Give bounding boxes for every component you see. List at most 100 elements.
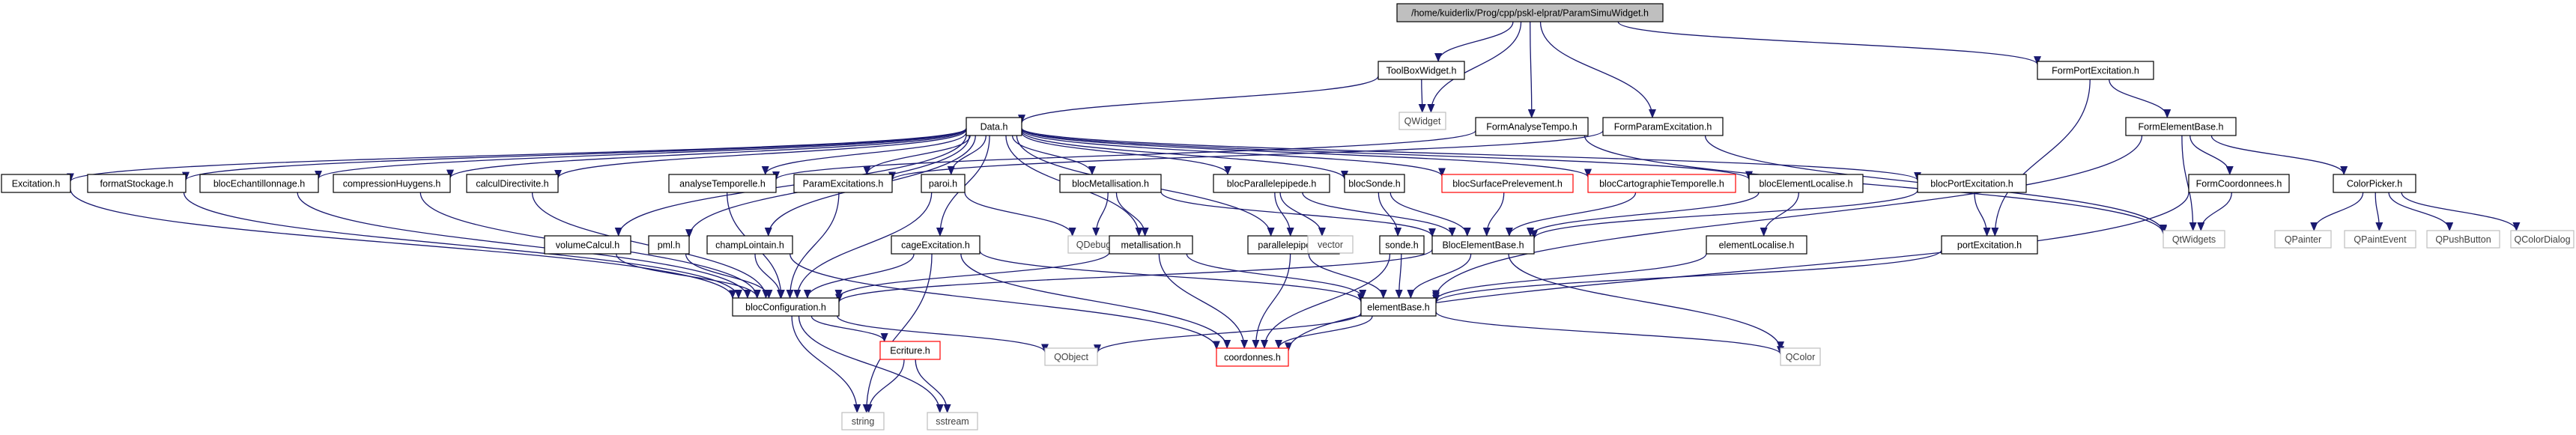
node-blocelembase[interactable]: BlocElementBase.h: [1431, 235, 1535, 255]
node-sonde[interactable]: sonde.h: [1379, 235, 1425, 255]
edge-parallelepipede-to-elementbase: [1308, 253, 1387, 299]
node-formparam[interactable]: FormParamExcitation.h: [1602, 117, 1724, 136]
node-box: [1475, 117, 1589, 136]
edge-cageexc-to-blocconfig: [803, 253, 915, 299]
node-label: formatStockage.h: [100, 178, 174, 189]
node-elemlocalise[interactable]: elementLocalise.h: [1706, 235, 1807, 255]
node-label: FormAnalyseTempo.h: [1486, 121, 1578, 132]
edge-data-to-blocmetal: [1011, 135, 1096, 175]
node-box: [2426, 230, 2500, 249]
node-blocsurface[interactable]: blocSurfacePrelevement.h: [1441, 174, 1574, 193]
node-box: [333, 174, 451, 193]
edge-data-to-blocelemloc: [1021, 128, 1753, 180]
node-root[interactable]: /home/kuiderlix/Prog/cpp/pskl-elprat/Par…: [1396, 3, 1664, 22]
node-compression[interactable]: compressionHuygens.h: [333, 174, 451, 193]
edge-blocsonde-to-blocelembase: [1389, 192, 1471, 237]
node-bloccarto[interactable]: blocCartographieTemporelle.h: [1587, 174, 1736, 193]
node-string[interactable]: string: [841, 412, 885, 431]
node-label: compressionHuygens.h: [343, 178, 441, 189]
node-label: FormCoordonnees.h: [2196, 178, 2282, 189]
node-metallisation[interactable]: metallisation.h: [1109, 235, 1193, 255]
node-blocpara[interactable]: blocParallelepipede.h: [1213, 174, 1330, 193]
edge-blocelembase-to-blocconfig: [835, 249, 1433, 303]
node-label: QObject: [1054, 352, 1088, 362]
node-elementbase[interactable]: elementBase.h: [1360, 297, 1437, 317]
node-box: [648, 235, 690, 255]
node-qwidgets[interactable]: QtWidgets: [2163, 230, 2225, 249]
node-box: [921, 174, 966, 193]
node-analysetemp[interactable]: analyseTemporelle.h: [668, 174, 777, 193]
node-qcolordialog[interactable]: QColorDialog: [2510, 230, 2575, 249]
node-box: [2037, 61, 2154, 80]
edge-data-to-excitation: [67, 127, 967, 183]
node-calculdir[interactable]: calculDirectivite.h: [466, 174, 559, 193]
node-colorpicker[interactable]: ColorPicker.h: [2333, 174, 2416, 193]
node-qcolor[interactable]: QColor: [1780, 347, 1821, 366]
node-cageexc[interactable]: cageExcitation.h: [891, 235, 981, 255]
node-label: cageExcitation.h: [901, 240, 970, 250]
node-paramexc[interactable]: ParamExcitations.h: [793, 174, 893, 193]
node-formatstockage[interactable]: formatStockage.h: [87, 174, 187, 193]
node-label: ToolBoxWidget.h: [1387, 65, 1457, 76]
edge-data-to-blocsurface: [1021, 129, 1446, 177]
node-blocmetal[interactable]: blocMetallisation.h: [1059, 174, 1162, 193]
node-qwidget[interactable]: QWidget: [1398, 112, 1446, 130]
edge-blocelemloc-to-blocelembase: [1527, 192, 1760, 237]
node-volumecalcul[interactable]: volumeCalcul.h: [544, 235, 631, 255]
node-excitation[interactable]: Excitation.h: [1, 174, 71, 193]
node-box: [793, 174, 893, 193]
edge-excitation-to-blocconfig: [70, 189, 736, 299]
node-box: [891, 235, 981, 255]
node-paroi[interactable]: paroi.h: [921, 174, 966, 193]
node-label: /home/kuiderlix/Prog/cpp/pskl-elprat/Par…: [1411, 7, 1649, 18]
node-label: string: [852, 416, 875, 427]
node-label: coordonnes.h: [1224, 352, 1281, 362]
node-box: [927, 412, 978, 431]
node-portexc[interactable]: portExcitation.h: [1941, 235, 2038, 255]
node-toolbox[interactable]: ToolBoxWidget.h: [1378, 61, 1465, 80]
node-box: [1602, 117, 1724, 136]
node-champlointain[interactable]: champLointain.h: [706, 235, 793, 255]
node-label: portExcitation.h: [1957, 240, 2022, 250]
node-formelement[interactable]: FormElementBase.h: [2125, 117, 2237, 136]
node-data[interactable]: Data.h: [966, 117, 1022, 136]
node-blocportexc[interactable]: blocPortExcitation.h: [1917, 174, 2027, 193]
edge-root-to-formparam: [1539, 21, 1656, 118]
node-coordonnees[interactable]: coordonnes.h: [1216, 347, 1289, 367]
node-qobject[interactable]: QObject: [1044, 347, 1098, 366]
node-blocelemloc[interactable]: blocElementLocalise.h: [1748, 174, 1864, 193]
node-blocconfig[interactable]: blocConfiguration.h: [732, 297, 840, 317]
node-label: FormPortExcitation.h: [2052, 65, 2139, 76]
node-blocechant[interactable]: blocEchantillonnage.h: [199, 174, 319, 193]
node-formcoord[interactable]: FormCoordonnees.h: [2188, 174, 2290, 193]
node-formanalyse[interactable]: FormAnalyseTempo.h: [1475, 117, 1589, 136]
edge-formport-to-formelement: [2109, 79, 2172, 118]
node-label: QPushButton: [2435, 234, 2491, 245]
node-pml[interactable]: pml.h: [648, 235, 690, 255]
node-qpainter[interactable]: QPainter: [2274, 230, 2332, 249]
edge-blocelembase-to-elementbase: [1407, 253, 1472, 299]
node-box: [544, 235, 631, 255]
node-box: [1780, 347, 1821, 366]
node-qpaintevent[interactable]: QPaintEvent: [2344, 230, 2416, 249]
node-sstream[interactable]: sstream: [927, 412, 978, 431]
edge-colorpicker-to-qpushbutton: [2388, 192, 2454, 231]
node-box: [1431, 235, 1535, 255]
edge-metallisation-to-coordonnees: [1158, 253, 1249, 349]
node-box: [1, 174, 71, 193]
node-qpushbutton[interactable]: QPushButton: [2426, 230, 2500, 249]
edge-cageexc-to-string: [862, 253, 933, 413]
node-blocsonde[interactable]: blocSonde.h: [1344, 174, 1405, 193]
node-qdebug[interactable]: QDebug: [1067, 235, 1120, 254]
edge-blocconfig-to-qobject: [837, 315, 1049, 353]
node-vector[interactable]: vector: [1307, 235, 1354, 254]
edge-data-to-paramexc: [863, 135, 971, 175]
edge-data-to-blocpara: [1021, 132, 1231, 175]
node-label: QColorDialog: [2514, 234, 2570, 245]
node-label: analyseTemporelle.h: [679, 178, 766, 189]
node-formport[interactable]: FormPortExcitation.h: [2037, 61, 2154, 80]
node-label: blocElementLocalise.h: [1759, 178, 1852, 189]
node-ecriture[interactable]: Ecriture.h: [879, 341, 941, 360]
edge-elemlocalise-to-elementbase: [1432, 253, 1707, 302]
